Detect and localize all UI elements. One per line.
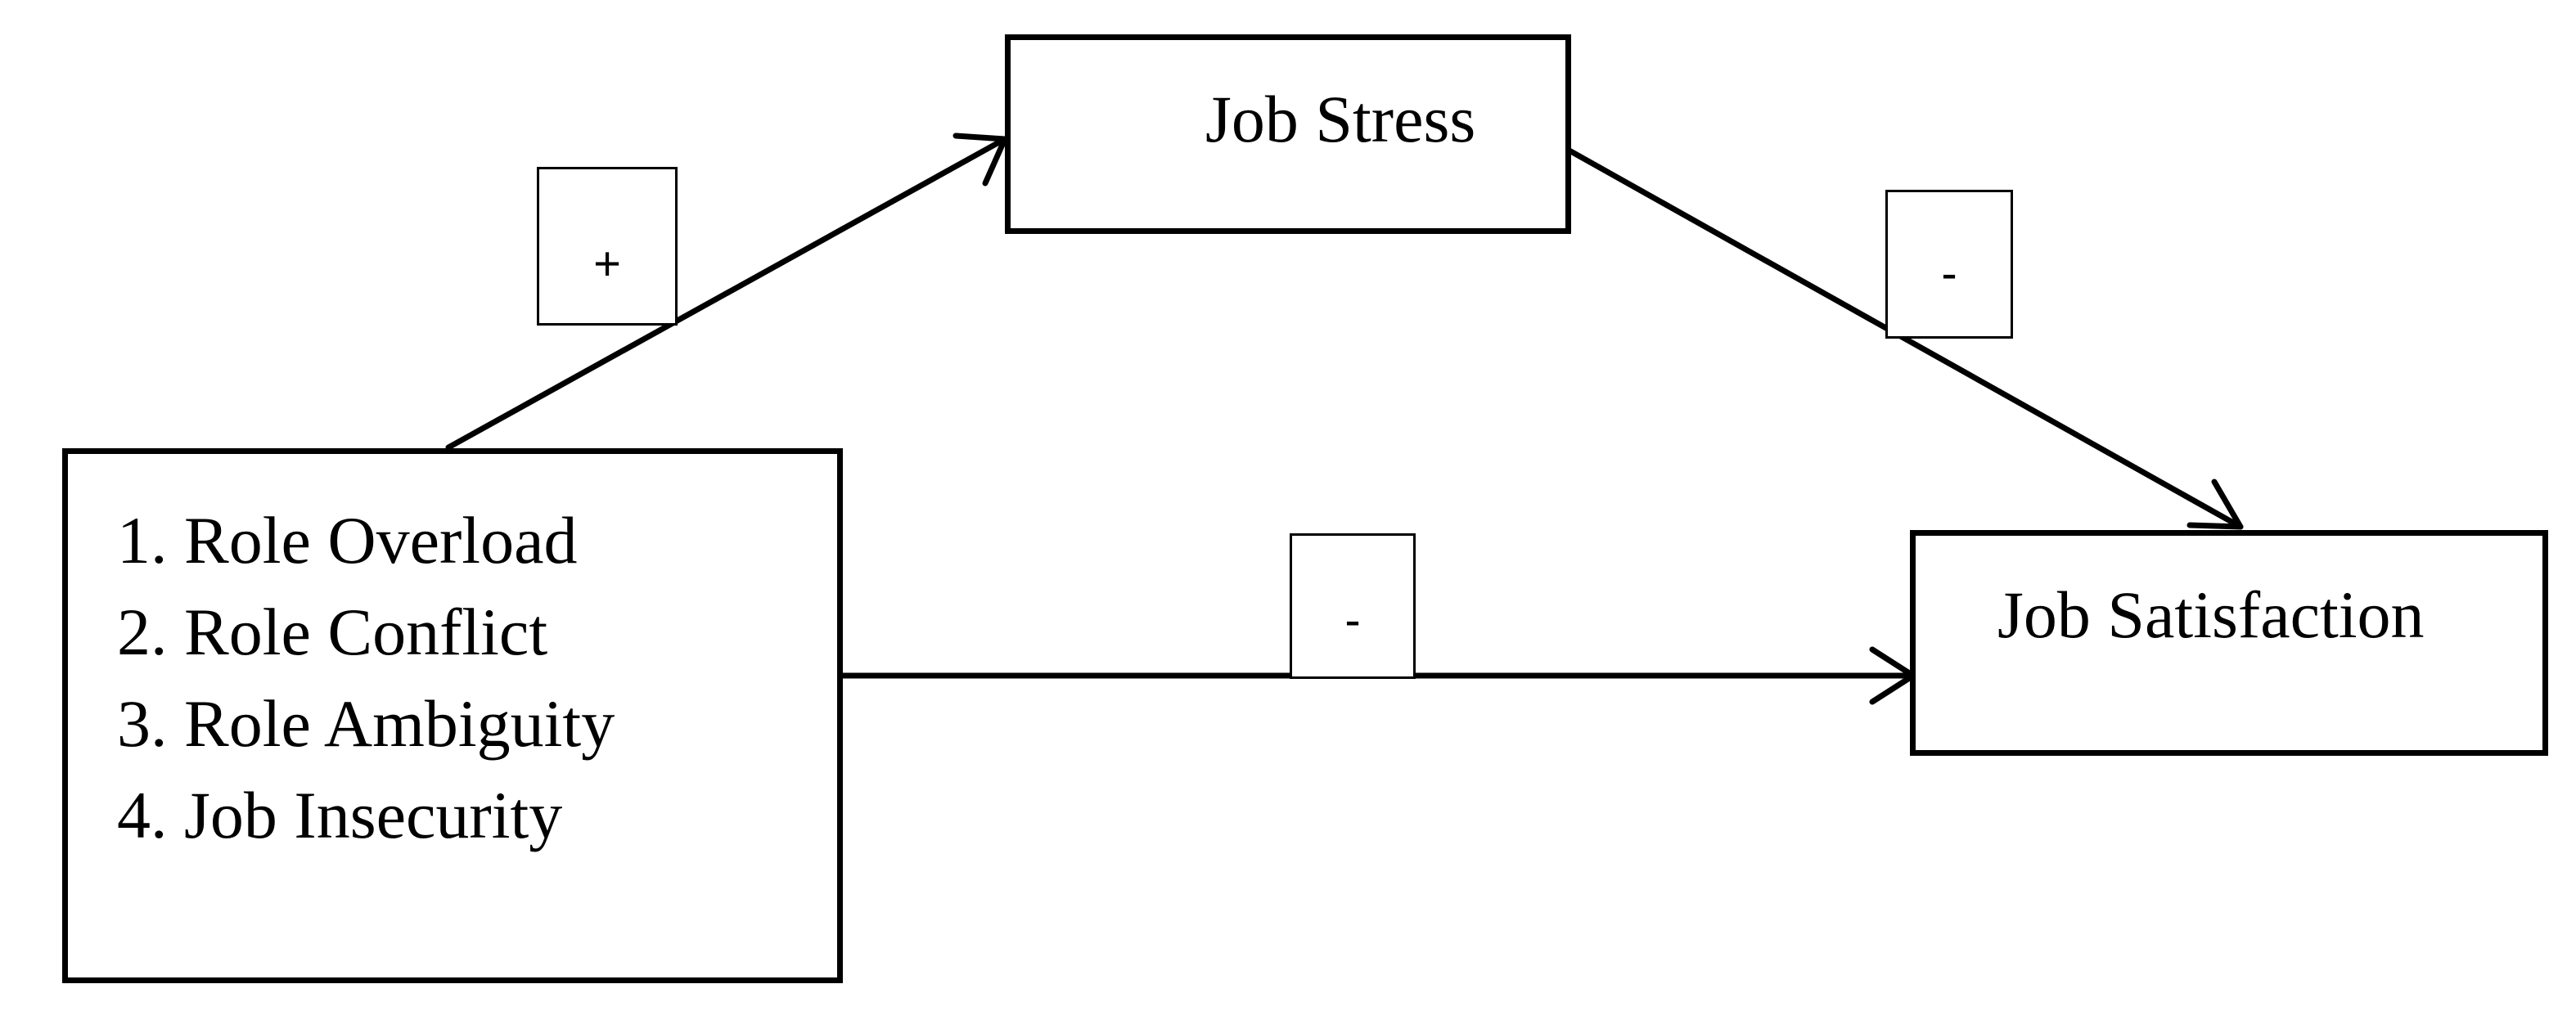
predictor-item: 1. Role Overload: [117, 503, 578, 577]
sign-box-stress-to-satisfaction: -: [1885, 190, 2013, 339]
job-stress-box: Job Stress: [1005, 34, 1571, 234]
predictor-item: 3. Role Ambiguity: [117, 686, 615, 761]
job-satisfaction-box: Job Satisfaction: [1910, 530, 2548, 756]
sign-box-predictors-to-stress: +: [537, 167, 678, 326]
job-satisfaction-label: Job Satisfaction: [1997, 577, 2425, 652]
sign-box-predictors-to-satisfaction: -: [1290, 533, 1416, 679]
arrowhead-stress-to-satisfaction: [2186, 479, 2244, 530]
arrow-predictors-to-stress: [445, 136, 1008, 451]
predictor-item: 4. Job Insecurity: [117, 778, 563, 852]
sign-minus: -: [1941, 247, 1957, 300]
sign-minus: -: [1344, 594, 1361, 647]
job-stress-label: Job Stress: [1205, 82, 1476, 156]
predictors-box: 1. Role Overload 2. Role Conflict 3. Rol…: [62, 448, 843, 983]
predictors-list: 1. Role Overload 2. Role Conflict 3. Rol…: [117, 495, 615, 861]
predictor-item: 2. Role Conflict: [117, 595, 548, 669]
sign-plus: +: [593, 237, 621, 290]
